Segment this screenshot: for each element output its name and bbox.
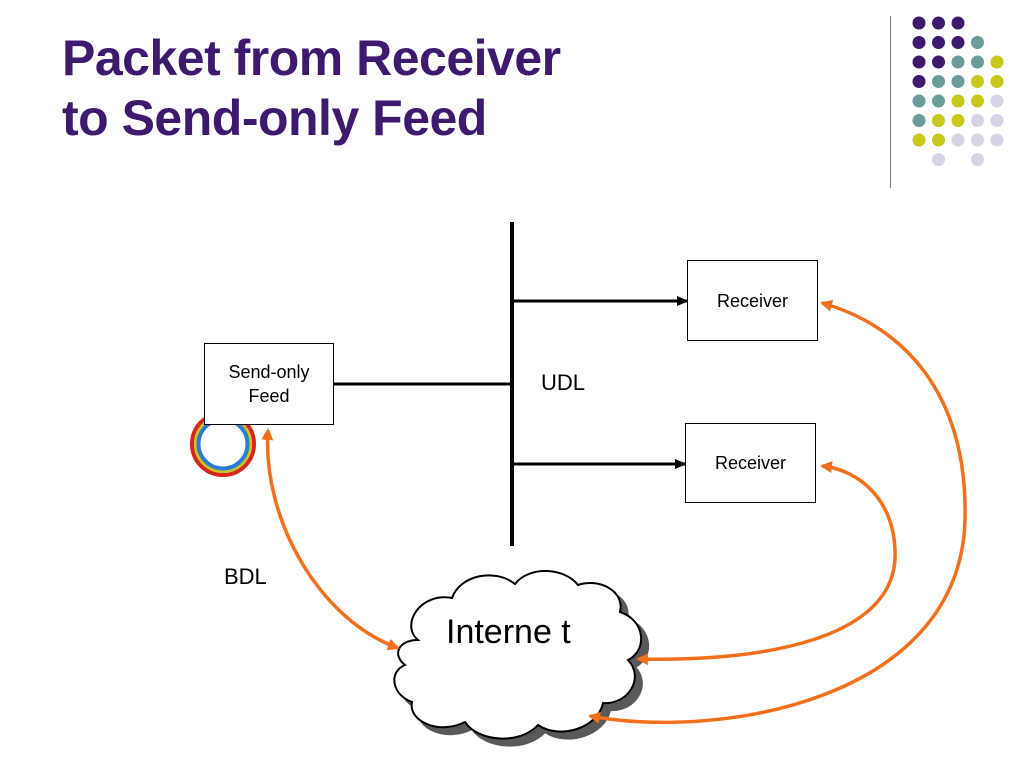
decorative-dot-purple bbox=[912, 36, 926, 49]
decorative-dot-purple bbox=[951, 16, 965, 30]
decorative-dot-teal bbox=[951, 75, 965, 88]
send-only-feed-box: Send-only Feed bbox=[204, 343, 334, 425]
feed-highlight-ring-inner bbox=[196, 417, 250, 471]
decorative-dot-yellow bbox=[971, 75, 984, 88]
decorative-dot-purple bbox=[932, 55, 945, 69]
decorative-dot-lavender bbox=[971, 153, 984, 166]
decorative-dot-lavender bbox=[990, 114, 1004, 127]
decorative-dot-purple bbox=[932, 16, 945, 30]
decorative-dot-purple bbox=[912, 16, 926, 30]
slide-title-line-2: to Send-only Feed bbox=[62, 90, 487, 146]
decorative-dot-lavender bbox=[932, 153, 945, 166]
decorative-dot-lavender bbox=[990, 133, 1004, 147]
decorative-dot-yellow bbox=[990, 55, 1004, 69]
receiver-top-box: Receiver bbox=[687, 260, 818, 341]
receiver-bottom-box: Receiver bbox=[685, 423, 816, 503]
decorative-dot-purple bbox=[912, 55, 926, 69]
decorative-dot-yellow bbox=[932, 133, 945, 147]
decorative-dot-lavender bbox=[971, 114, 984, 127]
decorative-dot-yellow bbox=[971, 94, 984, 108]
decorative-dot-teal bbox=[912, 114, 926, 127]
send-only-feed-label: Send-only Feed bbox=[228, 362, 310, 406]
decorative-dot-teal bbox=[971, 36, 984, 49]
decorative-dot-lavender bbox=[971, 133, 984, 147]
decorative-dot-yellow bbox=[912, 133, 926, 147]
decorative-dot-lavender bbox=[951, 133, 965, 147]
decorative-dot-grid bbox=[912, 16, 1004, 166]
decorative-dot-teal bbox=[932, 75, 945, 88]
title-divider-line bbox=[890, 16, 891, 188]
bdl-label: BDL bbox=[224, 564, 267, 589]
decorative-dot-yellow bbox=[951, 94, 965, 108]
decorative-dot-teal bbox=[951, 55, 965, 69]
decorative-dot-teal bbox=[912, 94, 926, 108]
decorative-dot-lavender bbox=[990, 94, 1004, 108]
decorative-dot-yellow bbox=[990, 75, 1004, 88]
decorative-dot-yellow bbox=[951, 114, 965, 127]
receiver-bottom-label: Receiver bbox=[714, 453, 787, 473]
bdl-arrow-feed-internet bbox=[261, 428, 400, 651]
decorative-dot-purple bbox=[932, 36, 945, 49]
decorative-dot-yellow bbox=[932, 114, 945, 127]
slide-title-line-1: Packet from Receiver bbox=[62, 30, 561, 86]
decorative-dot-teal bbox=[971, 55, 984, 69]
decorative-dot-teal bbox=[932, 94, 945, 108]
udl-label: UDL bbox=[541, 370, 586, 395]
decorative-dot-purple bbox=[912, 75, 926, 88]
slide-title: Packet from Receiver to Send-only Feed bbox=[62, 28, 822, 148]
receiver-top-label: Receiver bbox=[716, 290, 789, 311]
decorative-dot-purple bbox=[951, 36, 965, 49]
internet-label: Interne t bbox=[446, 613, 571, 651]
arrow-internet-receiver-top bbox=[588, 299, 967, 725]
